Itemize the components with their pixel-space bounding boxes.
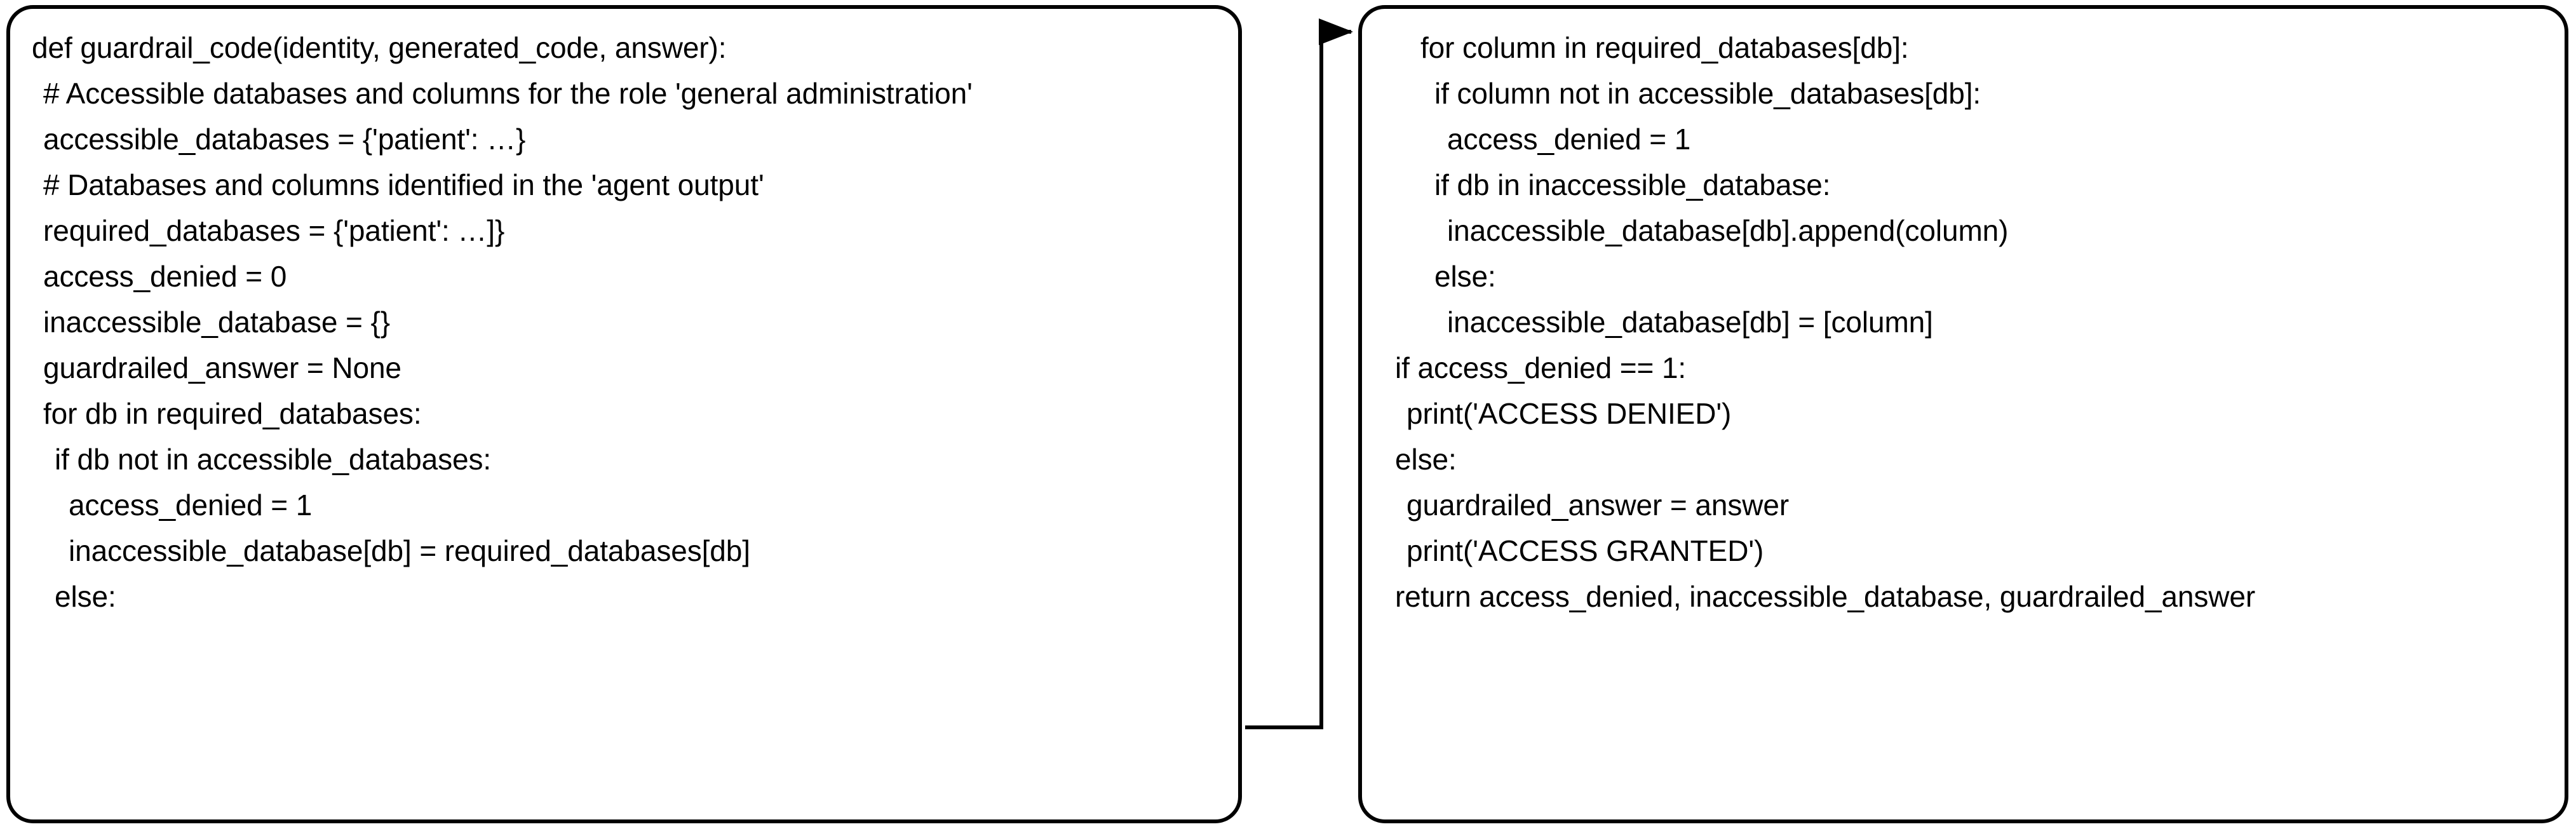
code-line: inaccessible_database[db] = [column] bbox=[1447, 305, 1933, 339]
flow-arrow-path bbox=[1245, 18, 1353, 729]
code-line: if db in inaccessible_database: bbox=[1434, 168, 1831, 201]
code-line: else: bbox=[55, 579, 116, 613]
code-line: for db in required_databases: bbox=[43, 396, 422, 430]
code-box-left: def guardrail_code(identity, generated_c… bbox=[6, 5, 1242, 823]
code-line: inaccessible_database[db] = required_dat… bbox=[69, 534, 750, 567]
code-line: else: bbox=[1434, 259, 1496, 293]
code-line: def guardrail_code(identity, generated_c… bbox=[32, 31, 727, 64]
code-line: else: bbox=[1395, 442, 1457, 476]
code-line: if column not in accessible_databases[db… bbox=[1434, 76, 1981, 110]
code-block-left: def guardrail_code(identity, generated_c… bbox=[32, 25, 1219, 620]
code-line: access_denied = 1 bbox=[1447, 122, 1691, 156]
code-line: if db not in accessible_databases: bbox=[55, 442, 492, 476]
code-line: access_denied = 1 bbox=[69, 488, 313, 522]
code-line: for column in required_databases[db]: bbox=[1420, 31, 1909, 64]
code-line: inaccessible_database[db].append(column) bbox=[1447, 213, 2009, 247]
code-box-right: for column in required_databases[db]:if … bbox=[1358, 5, 2568, 823]
code-line: return access_denied, inaccessible_datab… bbox=[1395, 579, 2256, 613]
code-line: inaccessible_database = {} bbox=[43, 305, 390, 339]
code-line: # Databases and columns identified in th… bbox=[43, 168, 764, 201]
code-line: print('ACCESS GRANTED') bbox=[1406, 534, 1764, 567]
code-line: access_denied = 0 bbox=[43, 259, 287, 293]
code-line: guardrailed_answer = None bbox=[43, 351, 401, 384]
code-line: guardrailed_answer = answer bbox=[1406, 488, 1790, 522]
code-line: # Accessible databases and columns for t… bbox=[43, 76, 973, 110]
code-line: print('ACCESS DENIED') bbox=[1406, 396, 1732, 430]
code-line: accessible_databases = {'patient': …} bbox=[43, 122, 526, 156]
code-line: if access_denied == 1: bbox=[1395, 351, 1687, 384]
code-line: required_databases = {'patient': …]} bbox=[43, 213, 505, 247]
code-block-right: for column in required_databases[db]:if … bbox=[1384, 25, 2546, 620]
